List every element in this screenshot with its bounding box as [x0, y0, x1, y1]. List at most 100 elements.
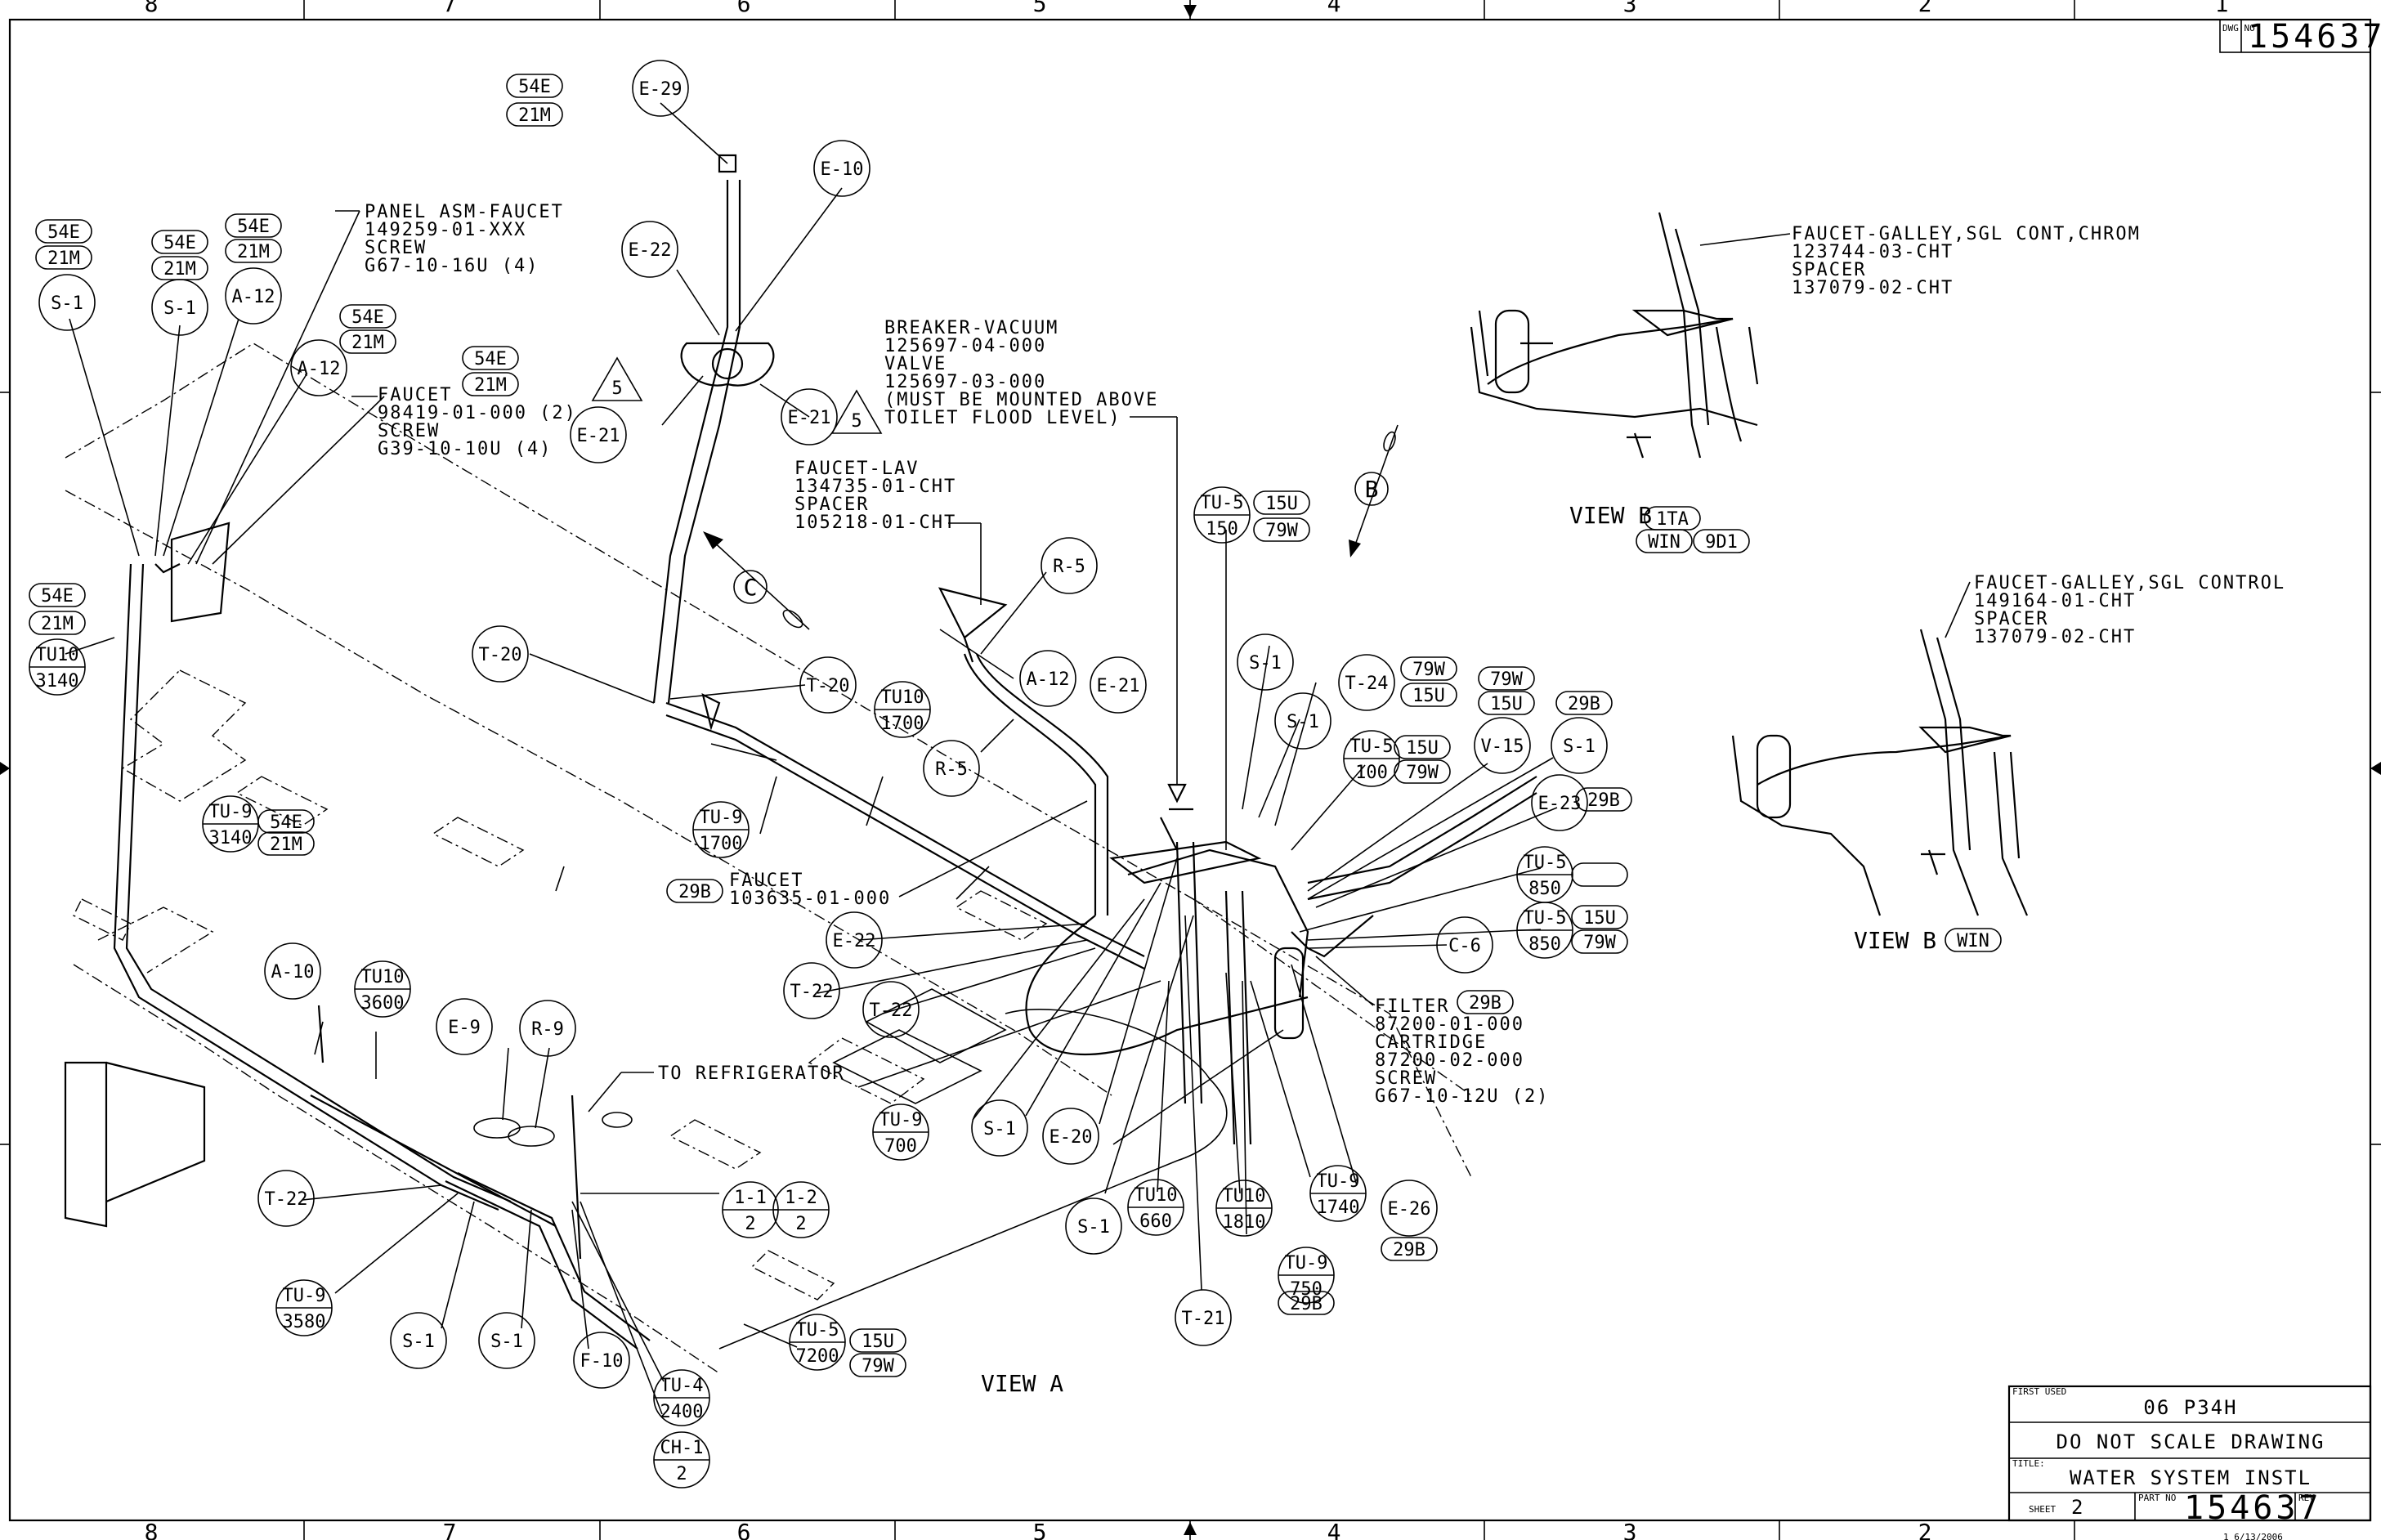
note-faucet-103635-line2: 103635-01-000 — [729, 889, 891, 909]
callout-text-lower: 660 — [1139, 1211, 1172, 1232]
callout-c29b-58: 29B — [1555, 691, 1613, 715]
callout-text: T-22 — [870, 1001, 913, 1021]
callout-text: F-10 — [580, 1351, 624, 1372]
callout-text-lower: 1700 — [700, 834, 743, 854]
view-labels: VIEW A VIEW B VIEW B — [981, 502, 1936, 1397]
callout-t24-53: T-24 — [1338, 654, 1395, 711]
sheet-number: 2 — [2071, 1496, 2084, 1519]
first-used-value: 06 P34H — [2143, 1396, 2237, 1419]
callout-c21m-6: 21M — [506, 102, 563, 127]
callout-text: 29B — [678, 882, 711, 902]
callout-text: T-20 — [479, 645, 522, 665]
callout-text: TU-9 — [1317, 1171, 1360, 1192]
callout-text: 29B — [1393, 1240, 1425, 1260]
callout-e20-41: E-20 — [1042, 1108, 1099, 1165]
callout-c79w-63: 79W — [1394, 759, 1451, 784]
callout-ch1-n2-91: CH-12 — [653, 1431, 710, 1489]
zone-3-bottom: 3 — [1623, 1519, 1637, 1540]
callout-c15u-55: 15U — [1400, 683, 1457, 707]
callout-text: 29B — [1587, 790, 1620, 811]
note-faucet-lav-line1: FAUCET-LAV — [794, 459, 919, 479]
note-galley-2-line1: FAUCET-GALLEY,SGL CONTROL — [1974, 573, 2285, 593]
callout-f10-84: F-10 — [573, 1332, 630, 1389]
callout-t21-50: T-21 — [1175, 1289, 1232, 1346]
note-filter-line6: G67-10-12U (2) — [1375, 1086, 1549, 1107]
callout-text-lower: 2400 — [660, 1402, 704, 1422]
callout-text: S-1 — [1563, 736, 1596, 757]
callout-c29b-49: 29B — [1381, 1237, 1438, 1261]
note-faucet-98419-line4: G39-10-10U (4) — [378, 439, 552, 459]
callout-text: C-6 — [1448, 936, 1481, 956]
callout-text: E-22 — [833, 931, 876, 951]
callout-text: WIN — [1957, 931, 1989, 951]
callout-text: E-21 — [788, 408, 831, 428]
callout-t22a-37: T-22 — [783, 962, 840, 1019]
note-filter-line4: 87200-02-000 — [1375, 1050, 1524, 1071]
zone-3-top: 3 — [1623, 0, 1637, 17]
callout-text: E-9 — [448, 1018, 481, 1038]
callout-text: 21M — [518, 105, 551, 126]
view-b-label-1: VIEW B — [1569, 502, 1652, 529]
callout-s1d-42: S-1 — [1065, 1198, 1122, 1255]
callout-text: V-15 — [1481, 736, 1524, 757]
note-faucet-98419: FAUCET 98419-01-000 (2) SCREW G39-10-10U… — [351, 385, 575, 459]
callout-c9d1-94: 9D1 — [1693, 529, 1750, 553]
callout-s1h-82: S-1 — [390, 1312, 447, 1369]
callout-c79w-56: 79W — [1478, 666, 1535, 691]
dwg-no-label: DWG NO — [2222, 23, 2255, 34]
view-arrows — [703, 424, 1399, 630]
note-faucet-lav-line2: 134735-01-CHT — [794, 477, 956, 497]
callout-text: 54E — [237, 217, 270, 237]
callout-text-lower: 1740 — [1317, 1198, 1360, 1218]
callout-s1a-83: S-1 — [478, 1312, 535, 1369]
note-filter: FILTER 87200-01-000 CARTRIDGE 87200-02-0… — [1375, 996, 1549, 1107]
callout-text: TU10 — [881, 687, 924, 708]
callout-t20b-28: T-20 — [799, 656, 857, 714]
callout-r5b-33: R-5 — [1041, 537, 1098, 594]
callout-text: TU-5 — [1524, 908, 1567, 929]
callout-text: TU-9 — [1285, 1253, 1328, 1274]
callout-text: 9D1 — [1705, 532, 1738, 553]
callout-s1c-40: S-1 — [971, 1099, 1028, 1157]
callout-text: S-1 — [490, 1332, 523, 1352]
rev-label: REV — [2298, 1493, 2315, 1503]
callout-text: 15U — [1583, 908, 1616, 929]
callout-e9-78: E-9 — [436, 998, 493, 1055]
callout-c29b-31: 29B — [666, 879, 723, 903]
note-galley-2-line3: SPACER — [1974, 609, 2048, 629]
callout-text: 21M — [41, 614, 74, 634]
zone-4-bottom: 4 — [1327, 1519, 1341, 1540]
notes: PANEL ASM-FAUCET 149259-01-XXX SCREW G67… — [335, 202, 2285, 1107]
revision-triangles: 5 5 — [591, 356, 883, 434]
callout-text: 21M — [351, 333, 384, 353]
callout-text: 21M — [270, 835, 302, 855]
callout-e21b-4: E-21 — [781, 388, 838, 445]
callout-text: E-10 — [821, 159, 864, 180]
callout-text: 54E — [47, 222, 80, 243]
callout-text: TU-5 — [796, 1320, 839, 1341]
callout-text: R-5 — [1053, 557, 1085, 577]
note-galley-faucet-1: FAUCET-GALLEY,SGL CONT,CHROM 123744-03-C… — [1792, 224, 2139, 298]
callout-text: TU10 — [36, 645, 79, 665]
callout-text: E-26 — [1388, 1199, 1431, 1220]
callout-c6-74: C-6 — [1436, 916, 1493, 974]
callout-e21c-35: E-21 — [1090, 656, 1147, 714]
zone-4-top: 4 — [1327, 0, 1341, 17]
callout-s1a-9: S-1 — [38, 274, 96, 331]
zone-8-top: 8 — [145, 0, 159, 17]
callout-i11-n2-85: 1-12 — [722, 1181, 779, 1238]
callout-text: S-1 — [1249, 653, 1282, 674]
callout-text-lower: 3140 — [36, 671, 79, 692]
callout-text-lower: 150 — [1206, 519, 1238, 539]
callout-c54e-25: 54E — [257, 809, 315, 834]
callout-text: E-20 — [1050, 1127, 1093, 1148]
callout-c21m-14: 21M — [225, 239, 282, 263]
callout-c15u-65: 15U — [1253, 490, 1310, 515]
callout-text-lower: 100 — [1355, 763, 1388, 783]
callout-tu9-n1740-47: TU-9 1740 — [1309, 1165, 1367, 1222]
